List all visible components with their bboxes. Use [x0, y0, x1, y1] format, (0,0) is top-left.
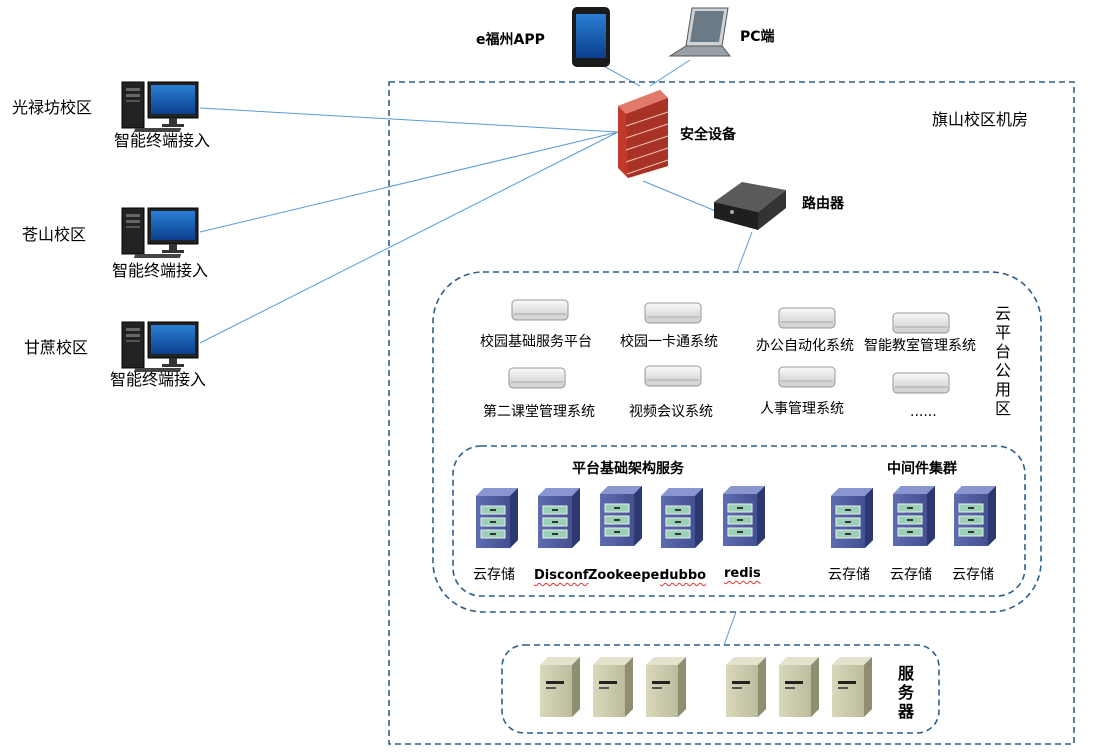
link-firewall-router — [642, 180, 719, 213]
infra-item-label: Disconf — [534, 568, 589, 583]
storage-icon — [830, 487, 874, 549]
server-icon — [540, 657, 580, 717]
server-icon — [726, 657, 766, 717]
link-cangshan — [199, 131, 619, 233]
middleware-item-label: 云存储 — [952, 567, 994, 583]
system-label: 人事管理系统 — [760, 401, 844, 417]
campus-name: 甘蔗校区 — [24, 338, 89, 357]
storage-icon — [599, 485, 643, 547]
laptop-icon — [668, 7, 732, 57]
mini-server-icon — [892, 312, 950, 334]
mini-server-icon — [511, 299, 569, 321]
system-label: 智能教室管理系统 — [864, 338, 976, 354]
terminal-access-label: 智能终端接入 — [114, 131, 211, 150]
infra-item-label: dubbo — [660, 568, 707, 583]
router-icon — [714, 182, 786, 230]
link-cloud-servers — [723, 611, 737, 646]
storage-icon — [722, 485, 766, 547]
storage-icon — [953, 485, 997, 547]
qishan-room-boundary — [388, 81, 1075, 745]
infra-item-label: Zookeeper — [588, 568, 666, 583]
mini-server-icon — [508, 367, 566, 389]
storage-icon — [660, 487, 704, 549]
server-icon — [646, 657, 686, 717]
cloud-zone-boundary — [432, 271, 1042, 613]
link-guanglufang — [199, 107, 619, 133]
servers-title: 服务器 — [897, 664, 914, 721]
storage-icon — [537, 487, 581, 549]
firewall-label: 安全设备 — [680, 127, 736, 143]
campus-name: 苍山校区 — [22, 225, 87, 244]
room-title: 旗山校区机房 — [932, 110, 1029, 129]
system-label: 办公自动化系统 — [756, 338, 854, 354]
infra-boundary — [452, 445, 1026, 597]
mini-server-icon — [644, 365, 702, 387]
cloud-zone-title: 云平台公用区 — [994, 304, 1011, 418]
pc-client-label: PC端 — [740, 29, 775, 45]
terminal-pc-icon — [121, 207, 199, 259]
server-icon — [779, 657, 819, 717]
mini-server-icon — [778, 307, 836, 329]
terminal-pc-icon — [121, 321, 199, 373]
system-label: 第二课堂管理系统 — [483, 404, 595, 420]
terminal-access-label: 智能终端接入 — [110, 370, 207, 389]
firewall-icon — [618, 90, 669, 178]
system-label: 校园一卡通系统 — [620, 334, 718, 350]
link-pc-firewall — [649, 59, 691, 87]
mobile-app-label: e福州APP — [476, 32, 545, 48]
mini-server-icon — [644, 302, 702, 324]
system-label: ...... — [910, 404, 937, 420]
middleware-title: 中间件集群 — [887, 461, 957, 477]
server-icon — [593, 657, 633, 717]
middleware-item-label: 云存储 — [828, 567, 870, 583]
mini-server-icon — [778, 366, 836, 388]
router-label: 路由器 — [802, 196, 844, 212]
storage-icon — [475, 487, 519, 549]
servers-boundary — [501, 644, 940, 734]
storage-icon — [892, 485, 936, 547]
middleware-item-label: 云存储 — [890, 567, 932, 583]
terminal-pc-icon — [121, 81, 199, 133]
campus-name: 光禄坊校区 — [12, 98, 93, 117]
infra-item-label: redis — [724, 566, 761, 581]
system-label: 校园基础服务平台 — [480, 334, 592, 350]
mini-server-icon — [892, 372, 950, 394]
server-icon — [832, 657, 872, 717]
link-router-cloud — [736, 231, 753, 273]
terminal-access-label: 智能终端接入 — [112, 261, 209, 280]
system-label: 视频会议系统 — [629, 404, 713, 420]
infra-title: 平台基础架构服务 — [572, 461, 684, 477]
smartphone-icon — [572, 7, 610, 67]
link-ganzhe — [199, 131, 619, 344]
infra-item-label: 云存储 — [473, 567, 515, 583]
